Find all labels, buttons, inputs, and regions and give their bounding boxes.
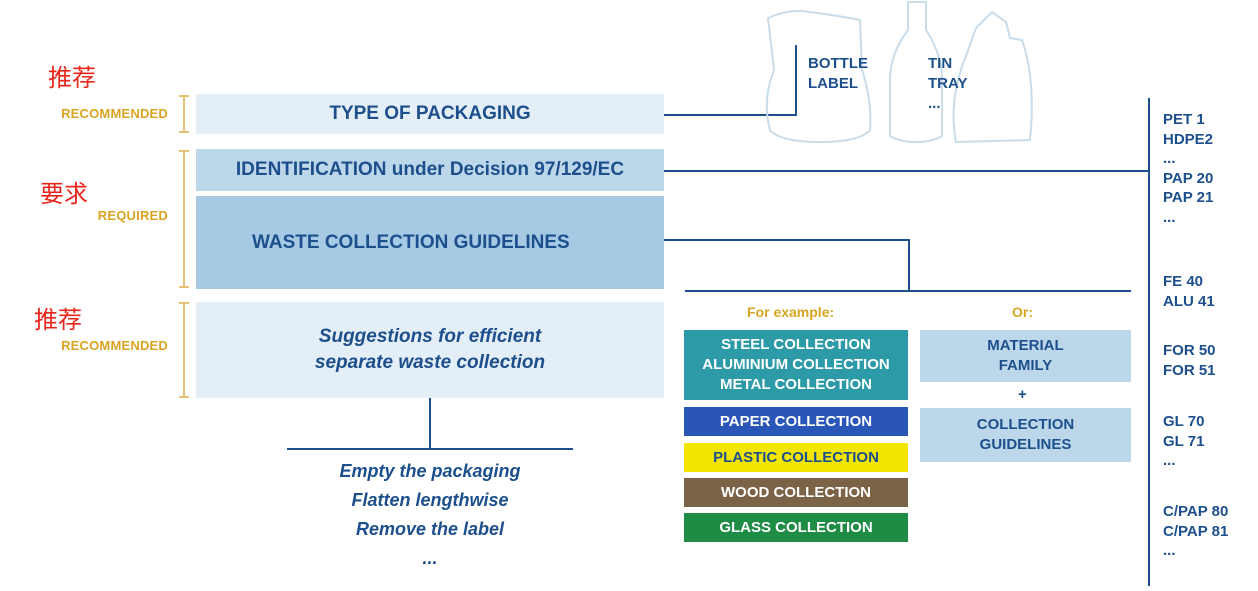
suggestions-line-1: Suggestions for efficient (318, 326, 542, 347)
code-ellipsis-3: ... (1163, 452, 1176, 469)
packaging-example-bottle: BOTTLE (808, 55, 868, 72)
bracket-required (179, 150, 189, 288)
code-fe-40: FE 40 (1163, 273, 1204, 290)
packaging-example-tin: TIN (928, 55, 953, 72)
waste-guidelines-text: WASTE COLLECTION GUIDELINES (252, 231, 570, 253)
for-example-heading: For example: (747, 304, 835, 320)
material-family-line-2: FAMILY (998, 357, 1053, 374)
pouch-outline (765, 9, 872, 144)
steps-connector-v (429, 398, 431, 448)
wood-collection-text: WOOD COLLECTION (721, 483, 871, 501)
packaging-example-label: LABEL (808, 75, 858, 92)
type-of-packaging-box: TYPE OF PACKAGING (196, 94, 664, 134)
packaging-examples-right: TIN TRAY ... (928, 54, 967, 114)
plastic-collection-text: PLASTIC COLLECTION (713, 448, 879, 466)
wood-collection-box: WOOD COLLECTION (684, 478, 908, 507)
collection-guidelines-box: COLLECTION GUIDELINES (920, 408, 1131, 462)
glass-collection-box: GLASS COLLECTION (684, 513, 908, 542)
plastic-collection-box: PLASTIC COLLECTION (684, 443, 908, 472)
identification-connector (664, 170, 1150, 172)
paper-collection-text: PAPER COLLECTION (719, 412, 873, 430)
code-cpap-81: C/PAP 81 (1163, 522, 1229, 540)
packaging-example-tray: TRAY (928, 75, 968, 92)
required-tag: REQUIRED (97, 208, 168, 223)
code-alu-41: ALU 41 (1163, 292, 1215, 310)
or-heading: Or: (1012, 304, 1033, 320)
material-codes-group-3: FOR 50 FOR 51 (1163, 341, 1216, 380)
step-empty: Empty the packaging (339, 461, 521, 481)
code-hdpe-2: HDPE2 (1163, 130, 1214, 148)
suggestions-box: Suggestions for efficient separate waste… (196, 302, 664, 398)
codes-vertical-line (1148, 98, 1150, 586)
bracket-recommended-1 (179, 95, 189, 133)
step-flatten: Flatten lengthwise (351, 490, 509, 510)
code-ellipsis-4: ... (1163, 542, 1176, 559)
code-gl-70: GL 70 (1163, 413, 1205, 430)
code-ellipsis-1: ... (1163, 150, 1176, 167)
material-codes-group-5: C/PAP 80 C/PAP 81 ... (1163, 502, 1228, 561)
spout-pouch-outline (952, 10, 1033, 144)
material-family-line-1: MATERIAL (987, 337, 1064, 354)
steel-collection-text: STEEL COLLECTION (721, 336, 871, 353)
code-pap-21: PAP 21 (1163, 189, 1214, 206)
identification-box: IDENTIFICATION under Decision 97/129/EC (196, 149, 664, 191)
suggestions-line-2: separate waste collection (314, 352, 546, 373)
disposal-steps: Empty the packaging Flatten lengthwise R… (280, 457, 580, 573)
examples-top-line (685, 290, 1131, 292)
code-pap-20: PAP 20 (1163, 169, 1214, 187)
cn-recommended-label-1: 推荐 (48, 64, 96, 92)
cn-required-label: 要求 (40, 180, 88, 208)
identification-text: IDENTIFICATION under Decision 97/129/EC (235, 159, 625, 180)
packaging-connector-h (664, 114, 796, 116)
code-gl-71: GL 71 (1163, 432, 1205, 450)
guidelines-connector-h (664, 239, 910, 241)
plus-sign: + (1018, 386, 1027, 403)
packaging-example-ellipsis: ... (928, 95, 941, 112)
recommended-tag-1: RECOMMENDED (61, 106, 168, 121)
code-for-50: FOR 50 (1163, 342, 1216, 359)
material-codes-group-4: GL 70 GL 71 ... (1163, 412, 1204, 471)
code-for-51: FOR 51 (1163, 361, 1216, 379)
aluminium-collection-text: ALUMINIUM COLLECTION (702, 356, 890, 373)
code-cpap-80: C/PAP 80 (1163, 503, 1229, 520)
metal-collection-text: METAL COLLECTION (720, 376, 872, 393)
step-ellipsis: ... (422, 548, 438, 568)
material-codes-group-1: PET 1 HDPE2 ... PAP 20 PAP 21 ... (1163, 110, 1213, 227)
paper-collection-box: PAPER COLLECTION (684, 407, 908, 436)
collection-guidelines-line-2: GUIDELINES (979, 436, 1072, 453)
collection-guidelines-line-1: COLLECTION (976, 416, 1075, 433)
material-family-box: MATERIAL FAMILY (920, 330, 1131, 382)
steps-connector-h (287, 448, 573, 450)
step-remove-label: Remove the label (355, 519, 505, 539)
bottle-outline (889, 1, 943, 144)
bracket-recommended-2 (179, 302, 189, 398)
packaging-examples-left: BOTTLE LABEL (808, 54, 868, 94)
recommended-tag-2: RECOMMENDED (61, 338, 168, 353)
guidelines-connector-v (908, 239, 910, 291)
waste-guidelines-box: WASTE COLLECTION GUIDELINES (196, 196, 664, 289)
type-of-packaging-text: TYPE OF PACKAGING (329, 103, 531, 124)
packaging-connector-v (795, 45, 797, 116)
packaging-illustration (765, 1, 1033, 144)
cn-recommended-label-2: 推荐 (34, 306, 82, 334)
material-codes-group-2: FE 40 ALU 41 (1163, 272, 1215, 311)
glass-collection-text: GLASS COLLECTION (719, 518, 873, 536)
metal-collection-box: STEEL COLLECTION ALUMINIUM COLLECTION ME… (684, 330, 908, 400)
code-pet-1: PET 1 (1163, 111, 1205, 128)
code-ellipsis-2: ... (1163, 208, 1176, 226)
